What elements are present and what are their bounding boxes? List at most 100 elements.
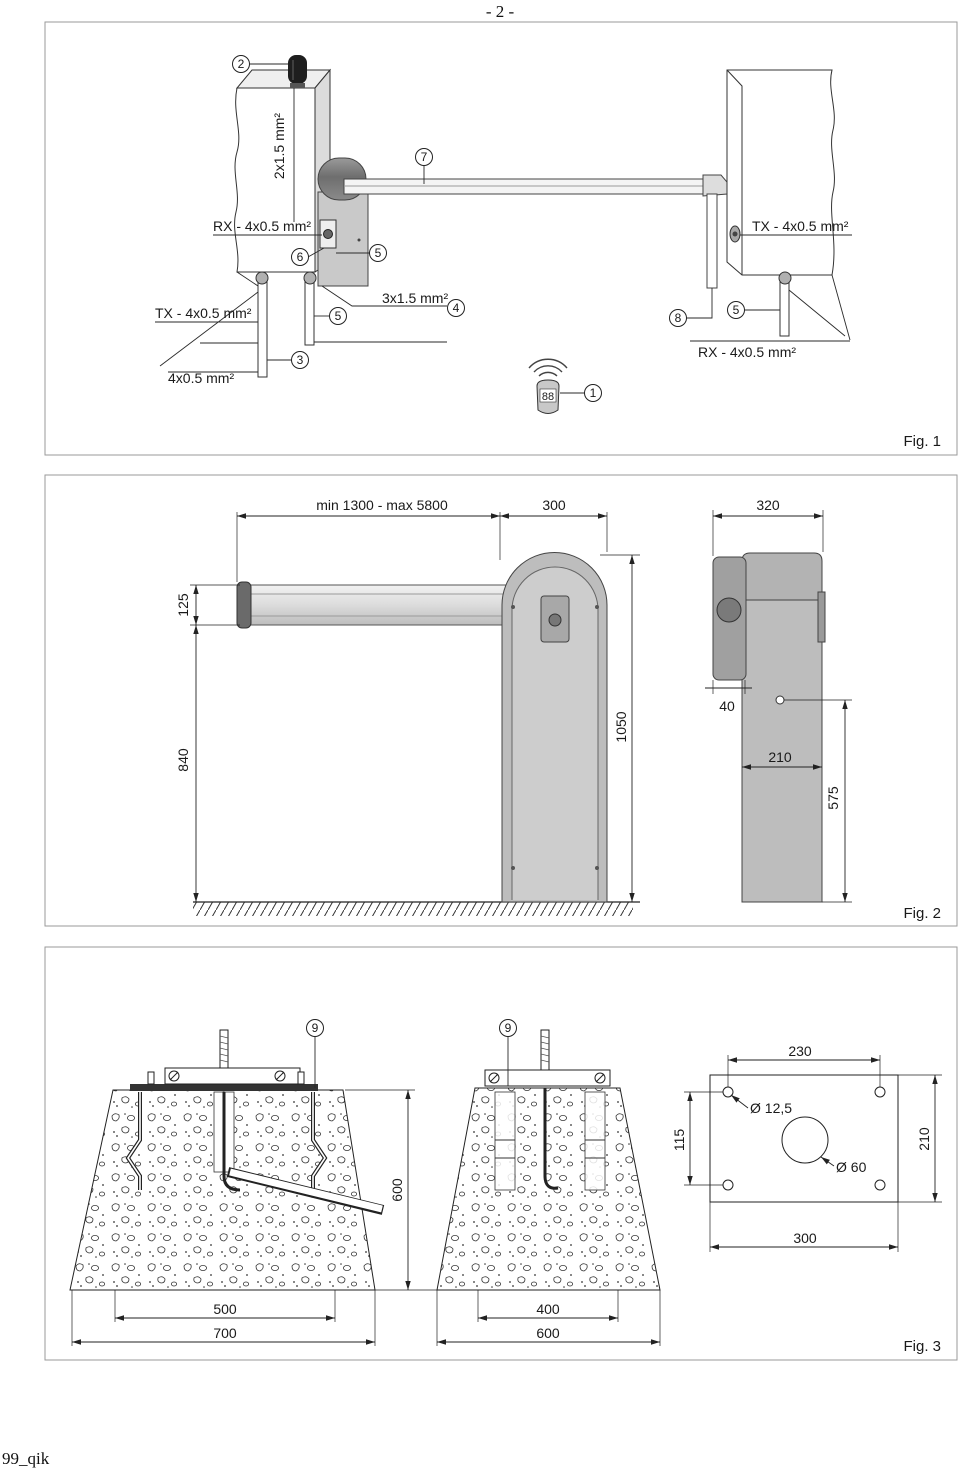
flashing-light <box>288 55 307 88</box>
dim-boom-axis-height-label: 840 <box>175 748 191 772</box>
plate-hole <box>722 1179 734 1191</box>
callout-circle <box>329 307 347 325</box>
cabinet-screw <box>511 866 515 870</box>
post-left-rx <box>255 271 269 378</box>
callout-circle <box>232 55 250 73</box>
plate-center-hole <box>781 1116 829 1164</box>
callout-circle <box>447 299 465 317</box>
bolt-thread <box>219 1035 229 1063</box>
dim-left-bottom-width-label: 700 <box>213 1325 237 1341</box>
dim-cabinet-height-label: 1050 <box>613 711 629 742</box>
cabinet-side-view <box>712 552 826 903</box>
callout-leader <box>686 288 713 319</box>
rebar-right-inner <box>312 1092 326 1190</box>
callout-8: 8 <box>669 309 687 327</box>
callout-circle <box>369 244 387 262</box>
figure-2: min 1300 - max 5800 300 320 125 840 1050… <box>44 474 958 927</box>
callout-number: 5 <box>335 309 342 323</box>
post-left-rx-head <box>255 271 269 285</box>
dim-hole-diameter-leader <box>730 1094 749 1109</box>
figure-3-frame <box>44 946 958 1361</box>
boom <box>343 174 728 197</box>
cabinet-screw <box>511 605 515 609</box>
cabinet-screw <box>595 866 599 870</box>
callout-number: 4 <box>453 301 460 315</box>
fig3-middle-dimensions: 400 600 <box>436 1290 661 1346</box>
dim-plate-height-label: 210 <box>916 1127 932 1151</box>
callout-6: 6 <box>291 248 309 266</box>
right-pillar-front <box>726 69 835 276</box>
post-right <box>778 271 792 337</box>
callout-number: 2 <box>238 57 245 71</box>
dim-plate-hole-vertical-label: 115 <box>671 1129 687 1152</box>
side-cover-tab <box>817 591 826 643</box>
bolt-thread <box>540 1035 550 1063</box>
callout-1: 1 <box>584 384 602 402</box>
callout-circle <box>291 248 309 266</box>
figure-2-frame <box>44 474 958 927</box>
cabinet-front-view <box>501 552 608 903</box>
bracket-nut-slot <box>169 1071 179 1081</box>
rx-right-label: RX - 4x0.5 mm² <box>698 344 796 360</box>
stud <box>297 1071 305 1085</box>
cabinet-screw <box>595 605 599 609</box>
callout-number: 9 <box>505 1021 512 1035</box>
callout-number: 3 <box>297 353 304 367</box>
callout-9-left: 9 <box>306 1019 324 1037</box>
dim-middle-bottom-width-label: 600 <box>536 1325 560 1341</box>
page-footer: 99_qik <box>2 1449 50 1468</box>
tx-left-label: TX - 4x0.5 mm² <box>155 305 252 321</box>
figure-1: 2x1.5 mm² RX - 4x0.5 mm² <box>44 21 958 456</box>
dim-cabinet-width-label: 300 <box>542 497 566 513</box>
callout-circle <box>669 309 687 327</box>
post-right-column <box>779 277 790 337</box>
conduit-pipe-inner <box>229 1168 383 1213</box>
photocell-rx-lens <box>323 229 333 239</box>
boom-end-cap <box>236 581 252 629</box>
remote-display-text: 88 <box>542 391 554 403</box>
base-plate-drawing <box>709 1074 899 1203</box>
callout-7: 7 <box>415 148 433 166</box>
photocell-tx-right-lens <box>732 231 738 237</box>
right-pillar <box>726 69 835 276</box>
plate-hole <box>874 1086 886 1098</box>
housing-screw <box>357 238 361 242</box>
callout-circle <box>306 1019 324 1037</box>
rx-housing-label: RX - 4x0.5 mm² <box>213 218 311 234</box>
figure-3-caption: Fig. 3 <box>903 1338 941 1355</box>
bracket-nut-slot <box>275 1071 285 1081</box>
dim-boom-length-label: min 1300 - max 5800 <box>316 497 448 513</box>
figure-1-frame <box>44 21 958 456</box>
ground-hatch <box>193 902 633 916</box>
flashing-light-base <box>290 83 305 88</box>
callout-circle <box>499 1019 517 1037</box>
boom-support-fork <box>706 193 718 289</box>
mounting-bracket <box>484 1069 611 1087</box>
post-left-tx <box>303 271 317 346</box>
ground-line <box>159 291 259 367</box>
remote-signal-icon <box>528 358 568 377</box>
boom-end-cap <box>702 174 728 197</box>
fig2-dimensions: min 1300 - max 5800 300 320 125 840 1050… <box>175 497 852 903</box>
j-bolt <box>543 1088 559 1190</box>
callout-number: 5 <box>733 303 740 317</box>
ground-line <box>788 289 846 337</box>
side-fixing-hole <box>775 695 785 705</box>
figure-2-caption: Fig. 2 <box>903 905 941 922</box>
callout-5-right-post: 5 <box>727 301 745 319</box>
ground-line <box>831 274 851 341</box>
dim-middle-top-width-label: 400 <box>536 1301 560 1317</box>
dim-side-depth-label: 320 <box>756 497 780 513</box>
callout-number: 7 <box>421 150 428 164</box>
anchor-rod-left <box>494 1091 516 1191</box>
cabinet-shaft <box>548 613 562 627</box>
photocell-tx-right <box>729 225 741 243</box>
callout-number: 1 <box>590 386 597 400</box>
dim-center-hole-leader <box>820 1156 835 1167</box>
dim-plate-hole-spacing-label: 230 <box>788 1043 812 1059</box>
left-pillar-top <box>235 69 332 89</box>
ground-line <box>236 271 259 287</box>
dim-boom-height-label: 125 <box>175 593 191 617</box>
tx-right-label: TX - 4x0.5 mm² <box>752 218 849 234</box>
